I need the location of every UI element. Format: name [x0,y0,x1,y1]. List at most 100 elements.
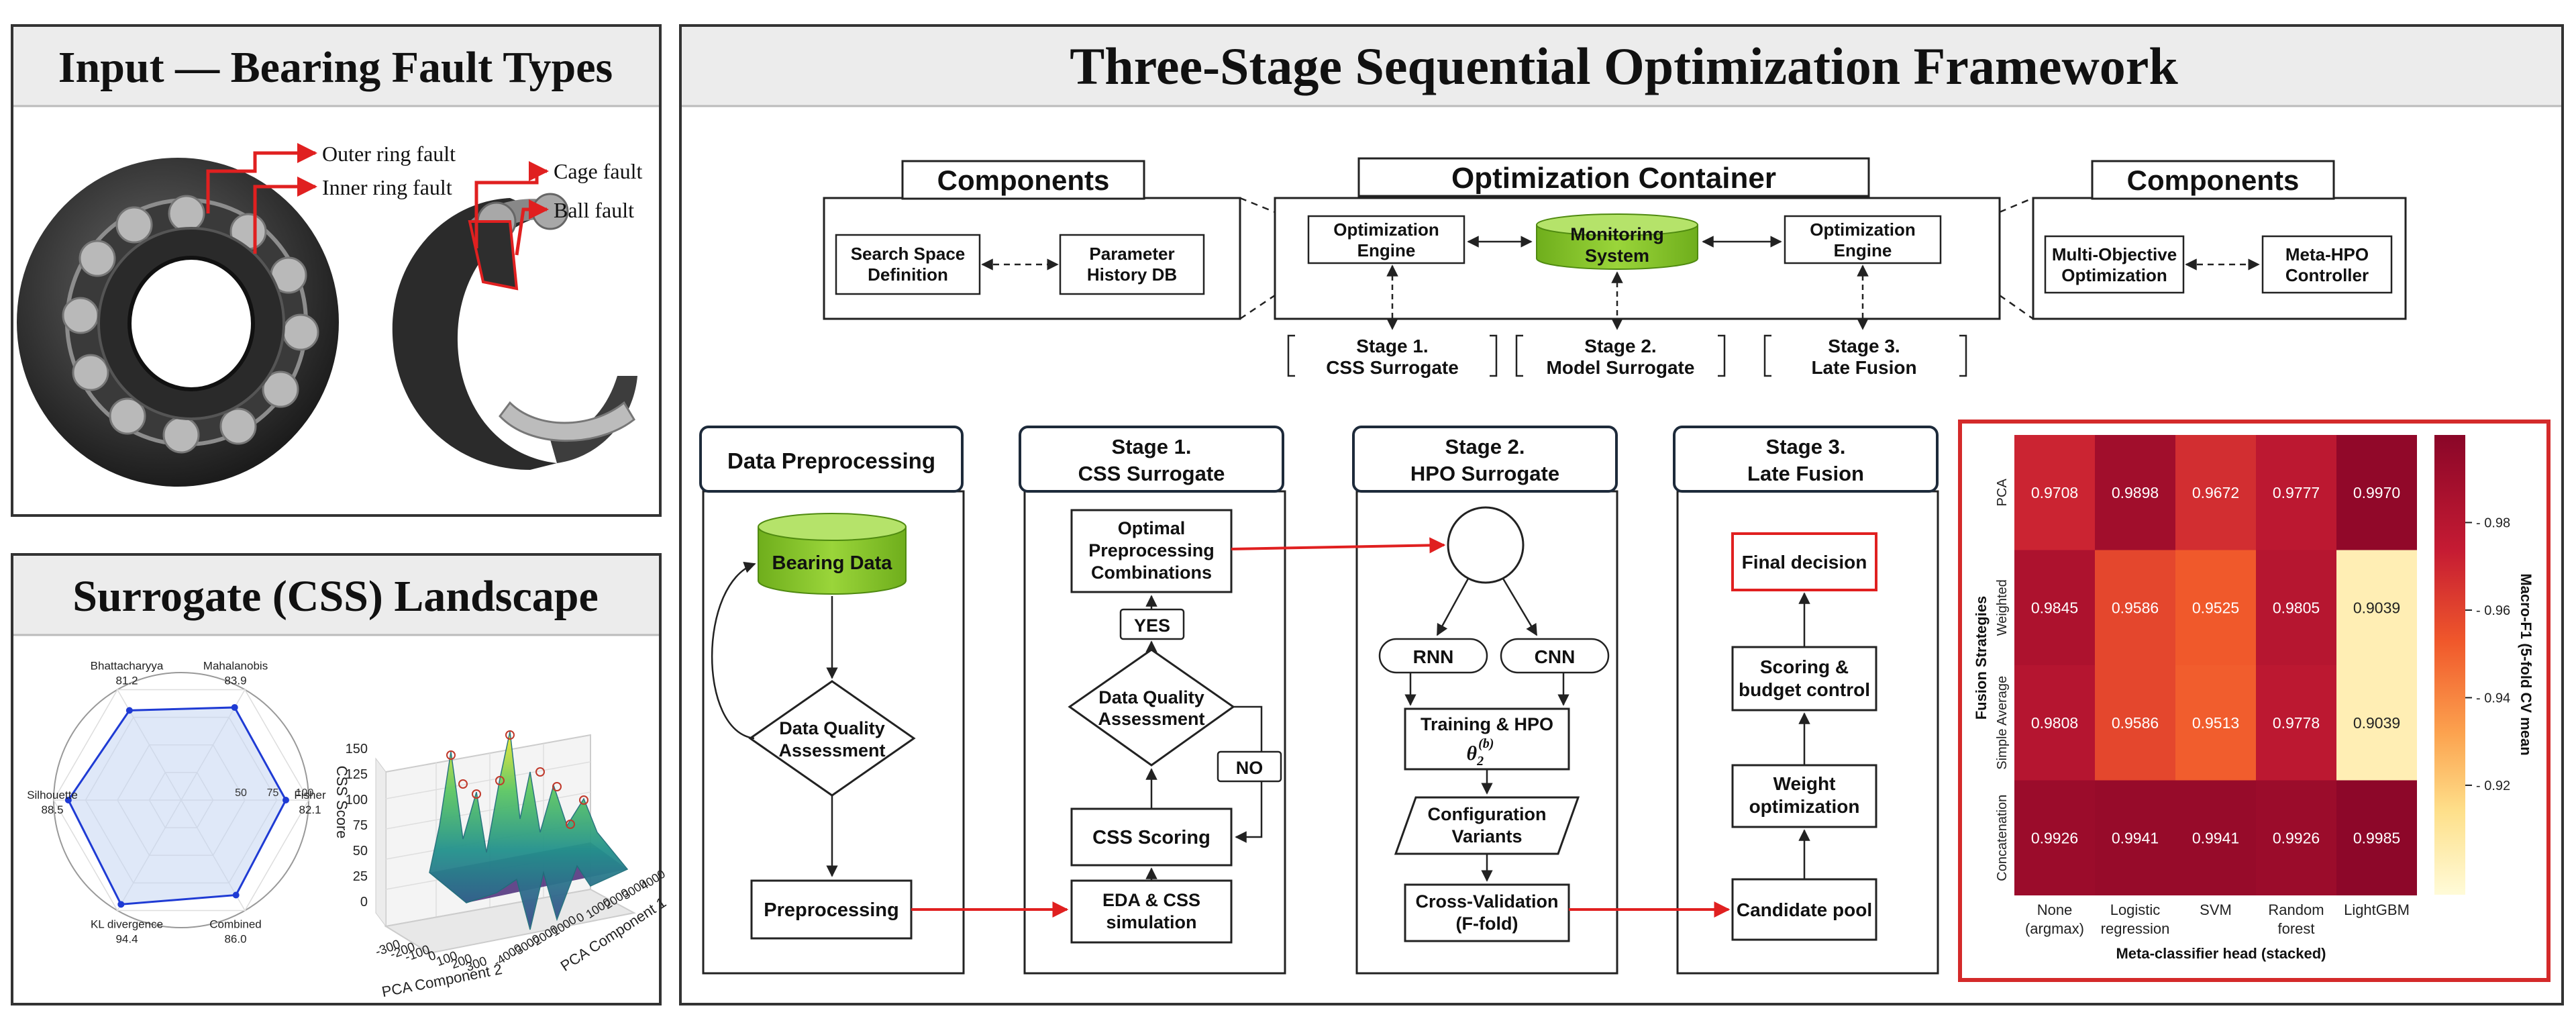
framework-panel: Three-Stage Sequential Optimization Fram… [679,24,2564,1005]
heatmap-col-label: SVM [2200,901,2232,918]
heatmap-cell-label: 0.9926 [2031,829,2078,846]
z-tick: 0 [360,895,368,910]
heatmap-cell [2336,435,2417,550]
heatmap-cell [2336,665,2417,781]
stage3-title: Stage 3.Late Fusion [1747,435,1864,485]
z-tick: 25 [353,869,368,884]
radar-axis-value: 81.2 [115,675,138,687]
radar-axis-value: 82.1 [299,803,321,816]
surface-zlabel: CSS Score [333,766,350,839]
radar-point [117,901,125,908]
heatmap-cell [2175,780,2256,895]
stage1-dqa-diamond [1068,648,1235,767]
colorbar-label: Macro-F1 (5-fold CV mean [2518,573,2534,755]
heatmap-cell-label: 0.9926 [2273,829,2320,846]
svg-text:Bearing Data: Bearing Data [772,552,893,574]
heatmap-cell-label: 0.9586 [2112,714,2159,732]
heatmap-row-label: Weighted [1995,579,2010,636]
outer-ring-fault-label: Outer ring fault [322,142,456,166]
radar-tick: 100 [296,787,314,799]
heatmap-cell-label: 0.9898 [2112,484,2159,501]
heatmap-cell [2014,780,2095,895]
radar-axis-value: 94.4 [115,932,138,945]
heatmap-cell [2014,550,2095,665]
radar-axis-label: KL divergence [91,918,163,930]
stage-tag-2: Stage 2.Model Surrogate [1547,336,1695,378]
cnn-node: CNN [1535,646,1576,667]
heatmap-cell [2175,665,2256,781]
stage2-title: Stage 2.HPO Surrogate [1410,435,1559,485]
column-preprocessing: Data Preprocessing Bearing Data Data Qua… [699,426,965,975]
stage-tag-1: Stage 1.CSS Surrogate [1326,336,1459,378]
red-connectors [911,537,1731,918]
radar-axis-label: Combined [209,918,262,930]
hpo-start-node [1447,506,1525,584]
heatmap-cell [2256,550,2336,665]
heatmap-ylabel: Fusion Strategies [1973,596,1990,720]
heatmap-cell-label: 0.9777 [2273,484,2320,501]
heatmap-col-label: Logistic [2110,901,2161,918]
final-decision-box: Final decision [1742,552,1867,573]
yes-label: YES [1134,616,1170,636]
heatmap-col-label: regression [2101,920,2170,937]
heatmap-cell [2175,550,2256,665]
radar-axis-value: 86.0 [224,932,246,945]
heatmap-cell [2256,665,2336,781]
radar-axis-label: Bhattacharyya [91,660,164,673]
radar-axis-label: Fisher [294,789,326,801]
heatmap-col-label: (argmax) [2025,920,2084,937]
radar-point [282,797,289,803]
heatmap-cell-label: 0.9778 [2273,714,2320,732]
heatmap-cell [2256,780,2336,895]
heatmap-cell [2175,435,2256,550]
heatmap-cell [2014,435,2095,550]
heatmap-col-label: forest [2277,920,2314,937]
heatmap-cell-label: 0.9525 [2192,599,2239,616]
stage-tag-3: Stage 3.Late Fusion [1811,336,1916,378]
z-tick: 150 [346,742,368,756]
heatmap-row-label: Concatenation [1995,795,2010,881]
css-scoring-box: CSS Scoring [1092,827,1210,848]
heatmap-cell-label: 0.9586 [2112,599,2159,616]
input-panel-title: Input — Bearing Fault Types [58,43,613,92]
heatmap-cell-label: 0.9845 [2031,599,2078,616]
heatmap-cell [2095,550,2175,665]
heatmap-row-label: PCA [1995,479,2010,507]
preprocessing-box: Preprocessing [764,899,898,921]
heatmap-cell-label: 0.9808 [2031,714,2078,732]
column-stage3: Stage 3.Late Fusion Final decision Scori… [1673,426,1939,975]
radar-axis-value: 83.9 [224,675,246,687]
column-stage2: Stage 2.HPO Surrogate RNN CNN Training &… [1352,426,1618,975]
cage-fault-label: Cage fault [554,159,643,183]
radar-point [125,707,133,714]
colorbar-tick: - 0.92 [2476,779,2510,793]
training-hpo-box: Training & HPO [1421,714,1553,734]
configuration-variants [1394,796,1580,855]
radar-axis-label: Mahalanobis [203,660,268,673]
heatmap-col-label: LightGBM [2344,901,2410,918]
heatmap-cell-label: 0.9039 [2353,599,2400,616]
heatmap-cell-label: 0.9708 [2031,484,2078,501]
heatmap-cell-label: 0.9970 [2353,484,2400,501]
radar-axis-label: Silhouette [27,789,78,801]
no-label: NO [1236,758,1264,778]
z-tick: 50 [353,844,368,858]
radar-axis-value: 88.5 [41,803,63,816]
